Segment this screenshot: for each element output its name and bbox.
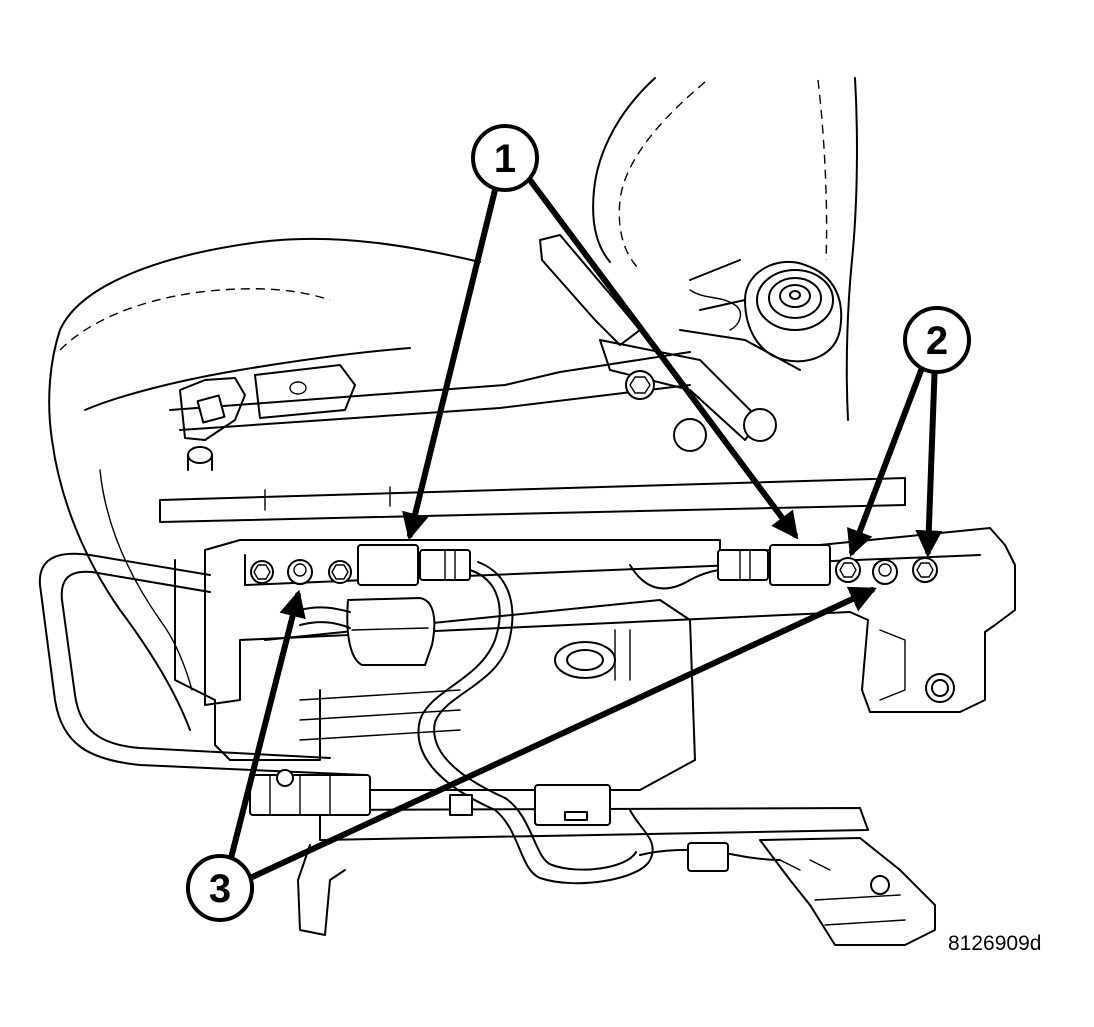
connector-lower-mid-slot: [564, 811, 588, 821]
upper-bracket-square: [196, 394, 226, 424]
recliner-bolt-hex: [629, 376, 651, 394]
screw-left-1: [250, 560, 274, 584]
screw-group-left: [250, 559, 352, 585]
leader-1-right: [527, 177, 799, 540]
screw-right-2: [872, 559, 898, 585]
seat-back-inner-dashed: [618, 81, 706, 271]
track-rail-right-dash: [779, 859, 831, 871]
leader-3-left: [227, 589, 306, 865]
motor-ring-3: [779, 284, 811, 308]
screw-left-3: [328, 560, 352, 584]
motor-bracket: [679, 259, 801, 371]
bezel-bracket: [204, 527, 1016, 713]
connector-right-plug-ridge: [739, 549, 751, 581]
seat-cushion-edge: [99, 469, 193, 691]
switch-body: [346, 597, 436, 666]
screw-right-1: [835, 557, 861, 583]
motor-hub: [789, 290, 801, 300]
connector-lower-left: [249, 774, 371, 816]
seat-back-inner-dashed-right: [817, 79, 828, 261]
motor-ring-2: [768, 277, 822, 319]
lower-frame-hole-1: [554, 641, 616, 679]
connector-right-main: [769, 544, 831, 586]
frame-rail-upper-2: [179, 384, 691, 431]
seat-cushion-inner: [84, 347, 411, 411]
upper-bracket-left: [179, 377, 246, 441]
connector-lower-right: [687, 842, 729, 872]
leader-2-left: [847, 357, 928, 558]
callout-2: 2: [903, 306, 971, 374]
connector-right-plug: [717, 549, 769, 581]
connector-lower-mid: [534, 784, 611, 826]
frame-rail-mid: [159, 477, 906, 523]
recliner-pivot-right: [743, 408, 777, 442]
lower-stud: [276, 769, 294, 787]
recliner-bolt: [625, 370, 655, 400]
leader-2-right: [915, 357, 943, 558]
seat-cushion-dashed: [59, 288, 331, 351]
callout-1: 1: [471, 124, 539, 192]
connector-left-plug-ridge: [444, 549, 456, 581]
wiring-harness-main-2: [433, 561, 637, 871]
callout-3-label: 3: [209, 867, 231, 911]
connector-lower-small: [449, 794, 473, 816]
switch-body-line: [351, 627, 429, 631]
callout-3: 3: [186, 854, 254, 922]
screw-group-right: [835, 557, 938, 585]
motor-wiring: [689, 289, 742, 331]
upper-stud: [187, 446, 213, 471]
bezel-bracket-step: [879, 629, 906, 701]
leader-3-right: [247, 586, 877, 881]
screw-left-2: [287, 559, 313, 585]
callout-2-label: 2: [926, 319, 948, 363]
screw-right-3: [912, 557, 938, 583]
bezel-bracket-inner: [244, 554, 981, 586]
figure-id-label: 8126909d: [948, 932, 1041, 955]
recliner-arm: [539, 234, 641, 346]
seat-wire-loop: [38, 552, 366, 776]
track-rail-right-slot: [814, 894, 906, 926]
seat-cushion-outline: [48, 237, 481, 731]
bezel-bracket-hole: [925, 673, 955, 703]
wiring-harness-main: [417, 569, 654, 885]
track-rail-right-hole: [870, 875, 890, 895]
connector-left-main: [357, 544, 419, 586]
seat-back-outline: [592, 77, 858, 421]
seat-line-art: [38, 77, 1016, 946]
upper-bracket-mid-hole: [289, 381, 307, 395]
lower-frame-hole-2: [566, 649, 604, 671]
callout-1-label: 1: [494, 137, 516, 181]
recliner-pivot-left: [673, 418, 707, 452]
lower-frame-left: [174, 559, 321, 761]
frame-rail-upper: [169, 351, 691, 411]
frame-rail-mid-detail: [264, 486, 391, 511]
upper-bracket-mid: [254, 364, 356, 419]
switch-lead: [299, 606, 351, 629]
recliner-arm-lower: [599, 339, 761, 441]
motor-ring-1: [756, 269, 834, 331]
track-rail-lower: [319, 807, 869, 841]
lower-frame-slots: [614, 629, 631, 681]
bezel-bracket-hole-inner: [931, 679, 949, 697]
connector-lower-left-ribs: [269, 774, 331, 816]
track-rail-foot: [297, 844, 346, 936]
track-rail-right: [759, 837, 936, 946]
leader-lines: [227, 177, 943, 881]
leader-1-left: [402, 187, 498, 541]
